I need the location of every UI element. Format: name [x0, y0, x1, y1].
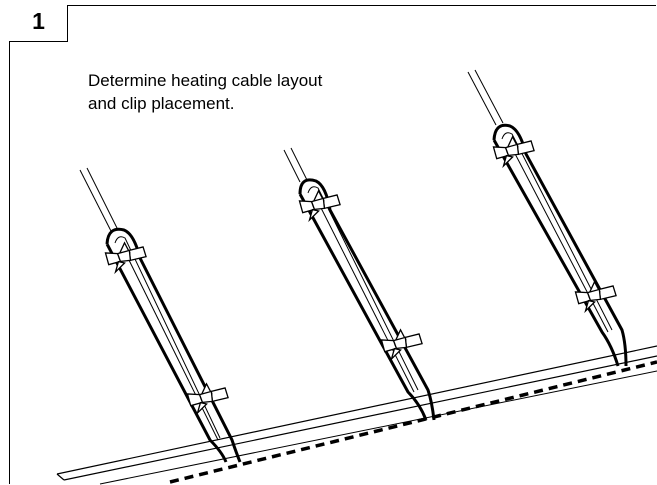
panel-frame: [9, 5, 656, 484]
heating-cable-loop: [283, 147, 436, 421]
caption-line-2: and clip placement.: [88, 94, 235, 113]
caption-line-1: Determine heating cable layout: [88, 71, 323, 90]
heating-cable-loop: [467, 69, 628, 367]
step-number: 1: [32, 8, 45, 34]
gutter-edge: [56, 345, 657, 485]
step-number-box: 1: [9, 5, 68, 42]
heating-cable-loop: [79, 167, 242, 463]
instruction-caption: Determine heating cable layout and clip …: [88, 69, 408, 115]
